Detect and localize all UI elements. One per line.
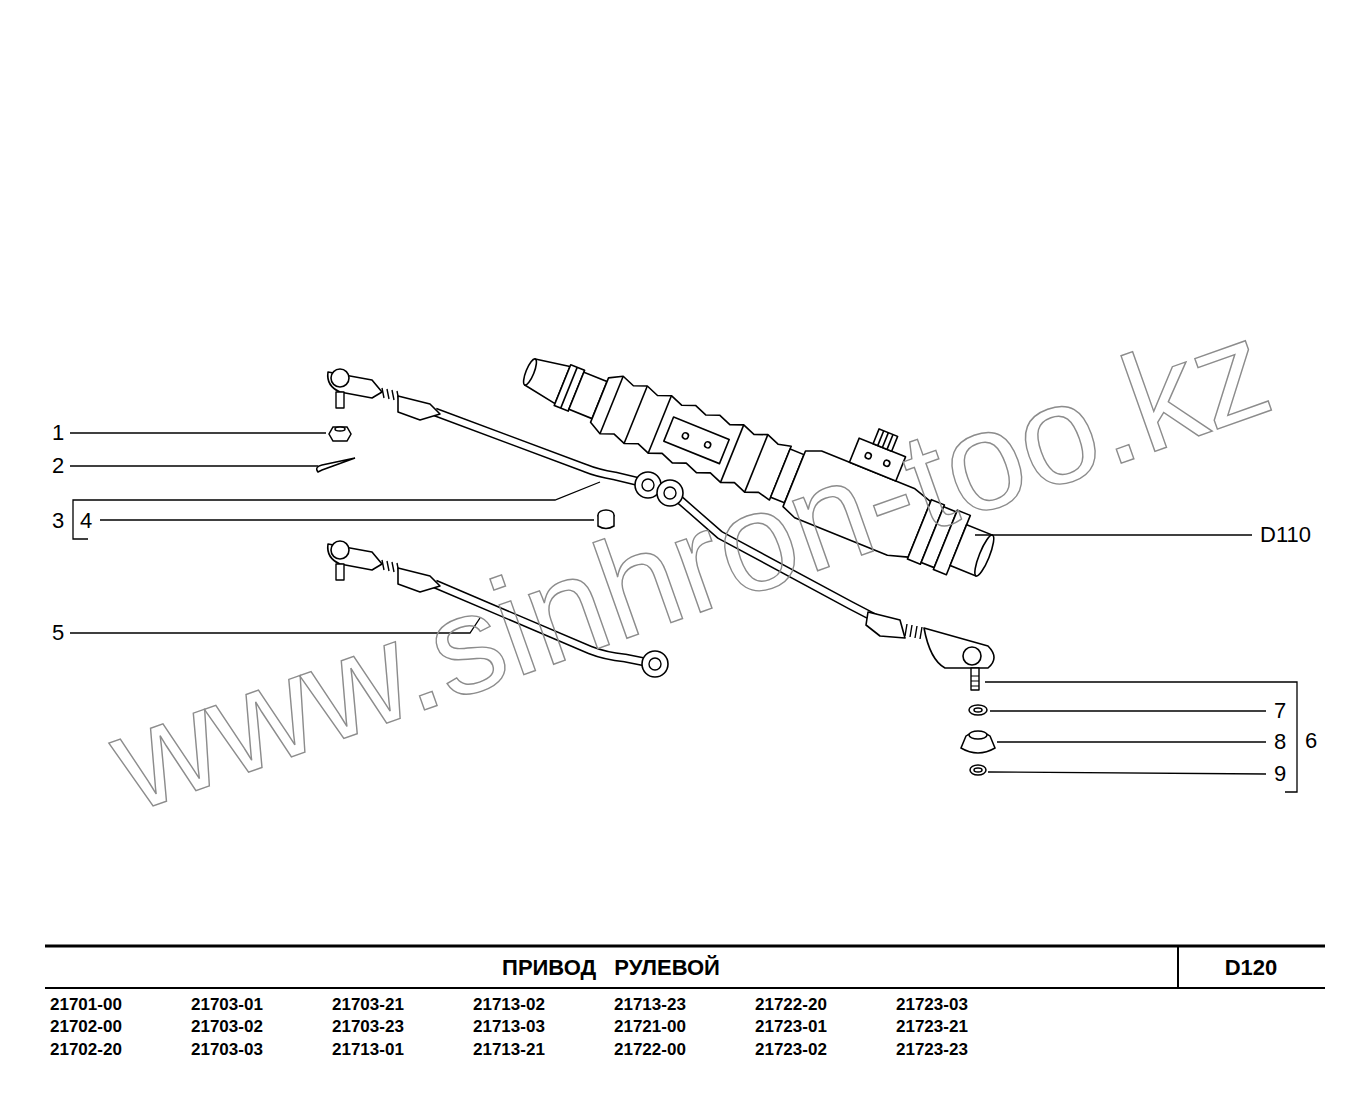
model-code: 21713-03	[473, 1017, 545, 1037]
steering-rack-part	[681, 432, 689, 440]
leader-lines-part	[70, 432, 326, 433]
model-code: 21713-01	[332, 1040, 404, 1060]
tie-rod-left-part	[435, 412, 640, 482]
callout-number: D110	[1260, 523, 1311, 547]
model-code: 21723-23	[896, 1040, 968, 1060]
model-code: 21723-01	[755, 1017, 827, 1037]
small-parts-part	[969, 731, 987, 739]
title-table	[45, 946, 1325, 988]
callout-number: 6	[1305, 729, 1317, 753]
tie-rod-right-part	[866, 612, 905, 638]
model-code: 21722-00	[614, 1040, 686, 1060]
model-code: 21713-02	[473, 995, 545, 1015]
model-code: 21702-20	[50, 1040, 122, 1060]
title-table-part	[45, 945, 1325, 948]
tie-rod-spare-part	[642, 651, 668, 677]
steering-rack-part	[624, 386, 647, 443]
leader-lines-part	[988, 772, 1266, 774]
steering-rack-part	[648, 396, 671, 453]
steering-rack-part	[971, 533, 997, 578]
model-code: 21703-21	[332, 995, 404, 1015]
leader-lines-part	[975, 534, 1252, 535]
callout-number: 9	[1274, 762, 1286, 786]
model-code: 21723-21	[896, 1017, 968, 1037]
callout-number: 8	[1274, 730, 1286, 754]
steering-rack-part	[600, 376, 623, 433]
tie-rod-spare-part	[331, 541, 349, 559]
watermark: www.sinhron-too.kz	[95, 296, 1286, 833]
leader-lines-part	[997, 741, 1266, 742]
callout-number: 2	[52, 454, 64, 478]
small-parts-part	[317, 458, 355, 472]
small-parts-part	[970, 765, 986, 775]
model-code: 21703-02	[191, 1017, 263, 1037]
tie-rod-left-part	[336, 392, 344, 408]
tie-rod-left-part	[398, 396, 440, 420]
tie-rod-right-part	[971, 676, 979, 686]
model-code: 21703-23	[332, 1017, 404, 1037]
model-code: 21721-00	[614, 1017, 686, 1037]
model-code: 21703-03	[191, 1040, 263, 1060]
tie-rod-spare-part	[649, 658, 661, 670]
steering-rack-part	[521, 358, 539, 387]
small-parts-part	[969, 705, 987, 715]
leader-lines-part	[990, 710, 1266, 711]
model-code: 21723-03	[896, 995, 968, 1015]
small-parts-part	[974, 768, 982, 772]
tie-rod-spare-part	[382, 560, 399, 573]
small-parts-part	[335, 427, 345, 431]
tie-rod-right-part	[963, 647, 981, 665]
model-code: 21713-21	[473, 1040, 545, 1060]
tie-rod-right-part	[905, 624, 922, 639]
sheet-code: D120	[1225, 955, 1278, 981]
model-code: 21722-20	[755, 995, 827, 1015]
leader-lines-part	[100, 519, 594, 520]
tie-rod-right-part	[971, 668, 979, 690]
title-table-part	[45, 987, 1325, 989]
title-table-part	[1177, 946, 1179, 988]
leader-lines-part	[73, 482, 600, 539]
tie-rod-left-part	[435, 412, 640, 482]
tie-rod-left	[328, 369, 661, 498]
tie-rod-left-part	[382, 388, 399, 401]
tie-rod-left-part	[331, 369, 349, 387]
callout-number: 5	[52, 621, 64, 645]
model-code: 21723-02	[755, 1040, 827, 1060]
steering-rack-part	[704, 441, 712, 449]
tie-rod-spare-part	[336, 564, 344, 580]
leader-lines-part	[985, 682, 1297, 792]
callout-number: 1	[52, 421, 64, 445]
leader-lines-part	[70, 465, 318, 466]
callout-number: 4	[80, 509, 92, 533]
model-code: 21713-23	[614, 995, 686, 1015]
callout-number: 3	[52, 509, 64, 533]
callout-number: 7	[1274, 699, 1286, 723]
tie-rod-left-part	[642, 479, 654, 491]
steering-rack-part	[664, 417, 729, 464]
tie-rod-right-part	[924, 628, 994, 668]
small-parts-part	[961, 732, 995, 753]
small-parts-part	[974, 708, 982, 712]
model-code: 21701-00	[50, 995, 122, 1015]
model-code: 21702-00	[50, 1017, 122, 1037]
small-parts-part	[329, 427, 351, 441]
model-code: 21703-01	[191, 995, 263, 1015]
title: ПРИВОД РУЛЕВОЙ	[502, 955, 720, 981]
